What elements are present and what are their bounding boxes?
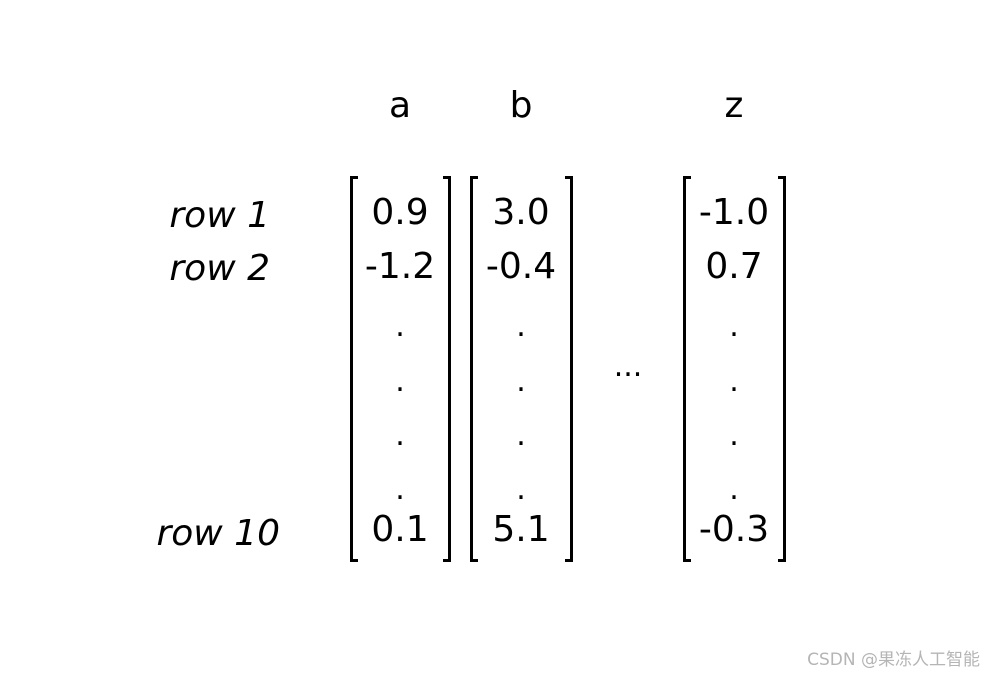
column-b-dot-1: . <box>516 309 526 344</box>
column-a-dot-4: . <box>395 472 405 507</box>
column-b-row10-value: 5.1 <box>492 509 550 550</box>
column-a-row10-value: 0.1 <box>371 509 429 550</box>
row-label-2: row 2 <box>169 248 270 289</box>
row-label-10: row 10 <box>156 513 280 554</box>
column-b-row2-value: -0.4 <box>485 246 557 287</box>
column-z-dot-2: . <box>729 364 739 399</box>
column-a-dot-2: . <box>395 364 405 399</box>
column-a-row2-value: -1.2 <box>364 246 436 287</box>
column-b-right-bracket <box>565 176 573 562</box>
column-b-dot-2: . <box>516 364 526 399</box>
column-a-dot-1: . <box>395 309 405 344</box>
column-z-row1-value: -1.0 <box>698 192 770 233</box>
column-header-z: z <box>724 85 744 126</box>
column-a-right-bracket <box>443 176 451 562</box>
column-a-left-bracket <box>350 176 358 562</box>
column-a-row1-value: 0.9 <box>371 192 429 233</box>
column-z-left-bracket <box>683 176 691 562</box>
column-z-right-bracket <box>778 176 786 562</box>
column-z-row2-value: 0.7 <box>705 246 763 287</box>
column-header-b: b <box>509 85 533 126</box>
columns-ellipsis: ... <box>613 349 643 384</box>
row-label-1: row 1 <box>169 195 270 236</box>
column-b-dot-3: . <box>516 418 526 453</box>
column-b-dot-4: . <box>516 472 526 507</box>
column-header-a: a <box>388 85 412 126</box>
watermark: CSDN @果冻人工智能 <box>807 650 980 670</box>
column-z-dot-3: . <box>729 418 739 453</box>
column-z-row10-value: -0.3 <box>698 509 770 550</box>
column-a-dot-3: . <box>395 418 405 453</box>
column-b-left-bracket <box>470 176 478 562</box>
column-z-dot-1: . <box>729 309 739 344</box>
column-z-dot-4: . <box>729 472 739 507</box>
column-b-row1-value: 3.0 <box>492 192 550 233</box>
